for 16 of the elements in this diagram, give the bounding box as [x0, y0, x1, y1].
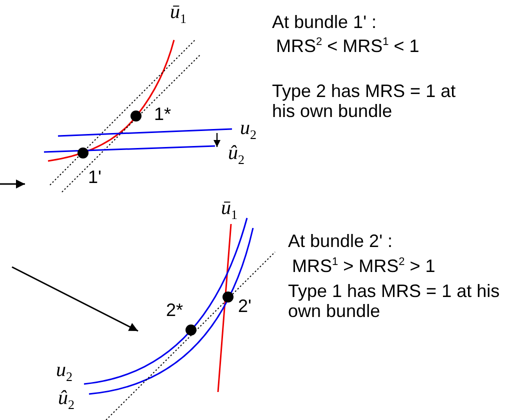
annotation-text: At bundle 2' : — [288, 231, 393, 251]
curve-label: u$_{2}$ — [56, 360, 72, 386]
curve-label: u$_{2}$ — [240, 118, 256, 144]
note-text: Type 1 has MRS = 1 at his own bundle — [288, 281, 501, 321]
curve-label: ū$_{1}$ — [221, 198, 238, 224]
annotation-text: 1* — [154, 104, 172, 124]
annotation-text: 1' — [88, 167, 102, 187]
curve-label: û$_{2}$ — [58, 388, 74, 414]
note-text: Type 2 has MRS = 1 at his own bundle — [272, 81, 457, 121]
curve-label: û$_{2}$ — [228, 143, 244, 169]
annotation-text: 2' — [238, 296, 252, 316]
annotation-text: At bundle 1' : — [272, 12, 377, 32]
annotation-text: MRS$^{1}$ > MRS$^{2}$ > 1 — [292, 255, 436, 276]
annotation-text: 2* — [166, 300, 184, 320]
annotation-text: MRS$^{2}$ < MRS$^{1}$ < 1 — [276, 35, 420, 56]
curve-label: ū$_{1}$ — [170, 2, 186, 28]
